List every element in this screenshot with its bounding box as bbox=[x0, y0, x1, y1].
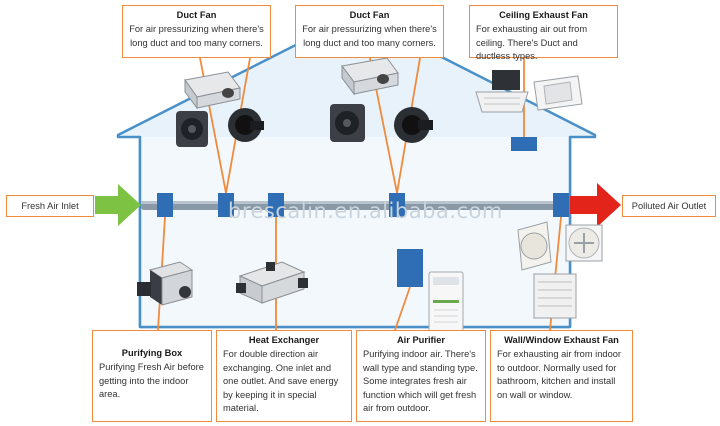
fresh-air-inlet-label: Fresh Air Inlet bbox=[6, 195, 94, 217]
callout-desc: Purifying Fresh Air before getting into … bbox=[99, 362, 204, 400]
ceiling-fan-icon bbox=[475, 70, 529, 113]
duct-fan-icon bbox=[184, 71, 241, 110]
unit-block-purifying-box bbox=[157, 193, 173, 217]
unit-block-duct-fan-2 bbox=[389, 193, 405, 217]
callout-desc: For double direction air exchanging. One… bbox=[223, 349, 339, 414]
callout-duct-fan-1: Duct Fan For air pressurizing when there… bbox=[122, 5, 271, 58]
ceiling-fan-icon bbox=[533, 75, 583, 111]
duct-fan-icon bbox=[394, 107, 433, 143]
unit-block-air-purifier bbox=[397, 249, 423, 287]
callout-title: Duct Fan bbox=[349, 10, 390, 20]
exhaust-fan-icon bbox=[517, 221, 552, 271]
exhaust-fan-icon bbox=[565, 224, 603, 262]
callout-title: Wall/Window Exhaust Fan bbox=[504, 335, 619, 345]
exhaust-fan-icon bbox=[533, 273, 577, 319]
callout-title: Purifying Box bbox=[121, 348, 183, 358]
callout-desc: For exhausting air out from ceiling. The… bbox=[476, 24, 588, 62]
polluted-air-outlet-label: Polluted Air Outlet bbox=[622, 195, 716, 217]
air-purifier-icon bbox=[428, 271, 464, 339]
duct-fan-icon bbox=[228, 108, 264, 142]
callout-heat-exchanger: Heat Exchanger For double direction air … bbox=[216, 330, 352, 422]
purifying-box-icon bbox=[137, 261, 194, 306]
callout-title: Heat Exchanger bbox=[248, 335, 320, 345]
outlet-arrow bbox=[570, 183, 621, 227]
callout-duct-fan-2: Duct Fan For air pressurizing when there… bbox=[295, 5, 444, 58]
callout-purifying-box: Purifying Box Purifying Fresh Air before… bbox=[92, 330, 212, 422]
callout-title: Air Purifier bbox=[396, 335, 446, 345]
callout-ceiling-exhaust-fan: Ceiling Exhaust Fan For exhausting air o… bbox=[469, 5, 618, 61]
callout-desc: For exhausting air from indoor to outdoo… bbox=[497, 349, 622, 400]
house-interior bbox=[140, 137, 570, 327]
duct-fan-icon bbox=[176, 111, 208, 147]
duct-fan-icon bbox=[341, 57, 399, 96]
callout-desc: Purifying indoor air. There's wall type … bbox=[363, 349, 478, 414]
callout-desc: For air pressurizing when there's long d… bbox=[129, 24, 264, 48]
callout-title: Ceiling Exhaust Fan bbox=[499, 10, 588, 20]
unit-block-ceiling-fan bbox=[511, 137, 537, 151]
callout-air-purifier: Air Purifier Purifying indoor air. There… bbox=[356, 330, 486, 422]
duct-fan-icon bbox=[330, 104, 365, 142]
heat-exchanger-icon bbox=[236, 261, 308, 304]
inlet-arrow bbox=[95, 184, 141, 226]
unit-block-exhaust bbox=[553, 193, 569, 217]
unit-block-duct-fan-1 bbox=[218, 193, 234, 217]
callout-wall-window-exhaust-fan: Wall/Window Exhaust Fan For exhausting a… bbox=[490, 330, 633, 422]
unit-block-heat-exchanger bbox=[268, 193, 284, 217]
callout-desc: For air pressurizing when there's long d… bbox=[302, 24, 437, 48]
callout-title: Duct Fan bbox=[176, 10, 217, 20]
